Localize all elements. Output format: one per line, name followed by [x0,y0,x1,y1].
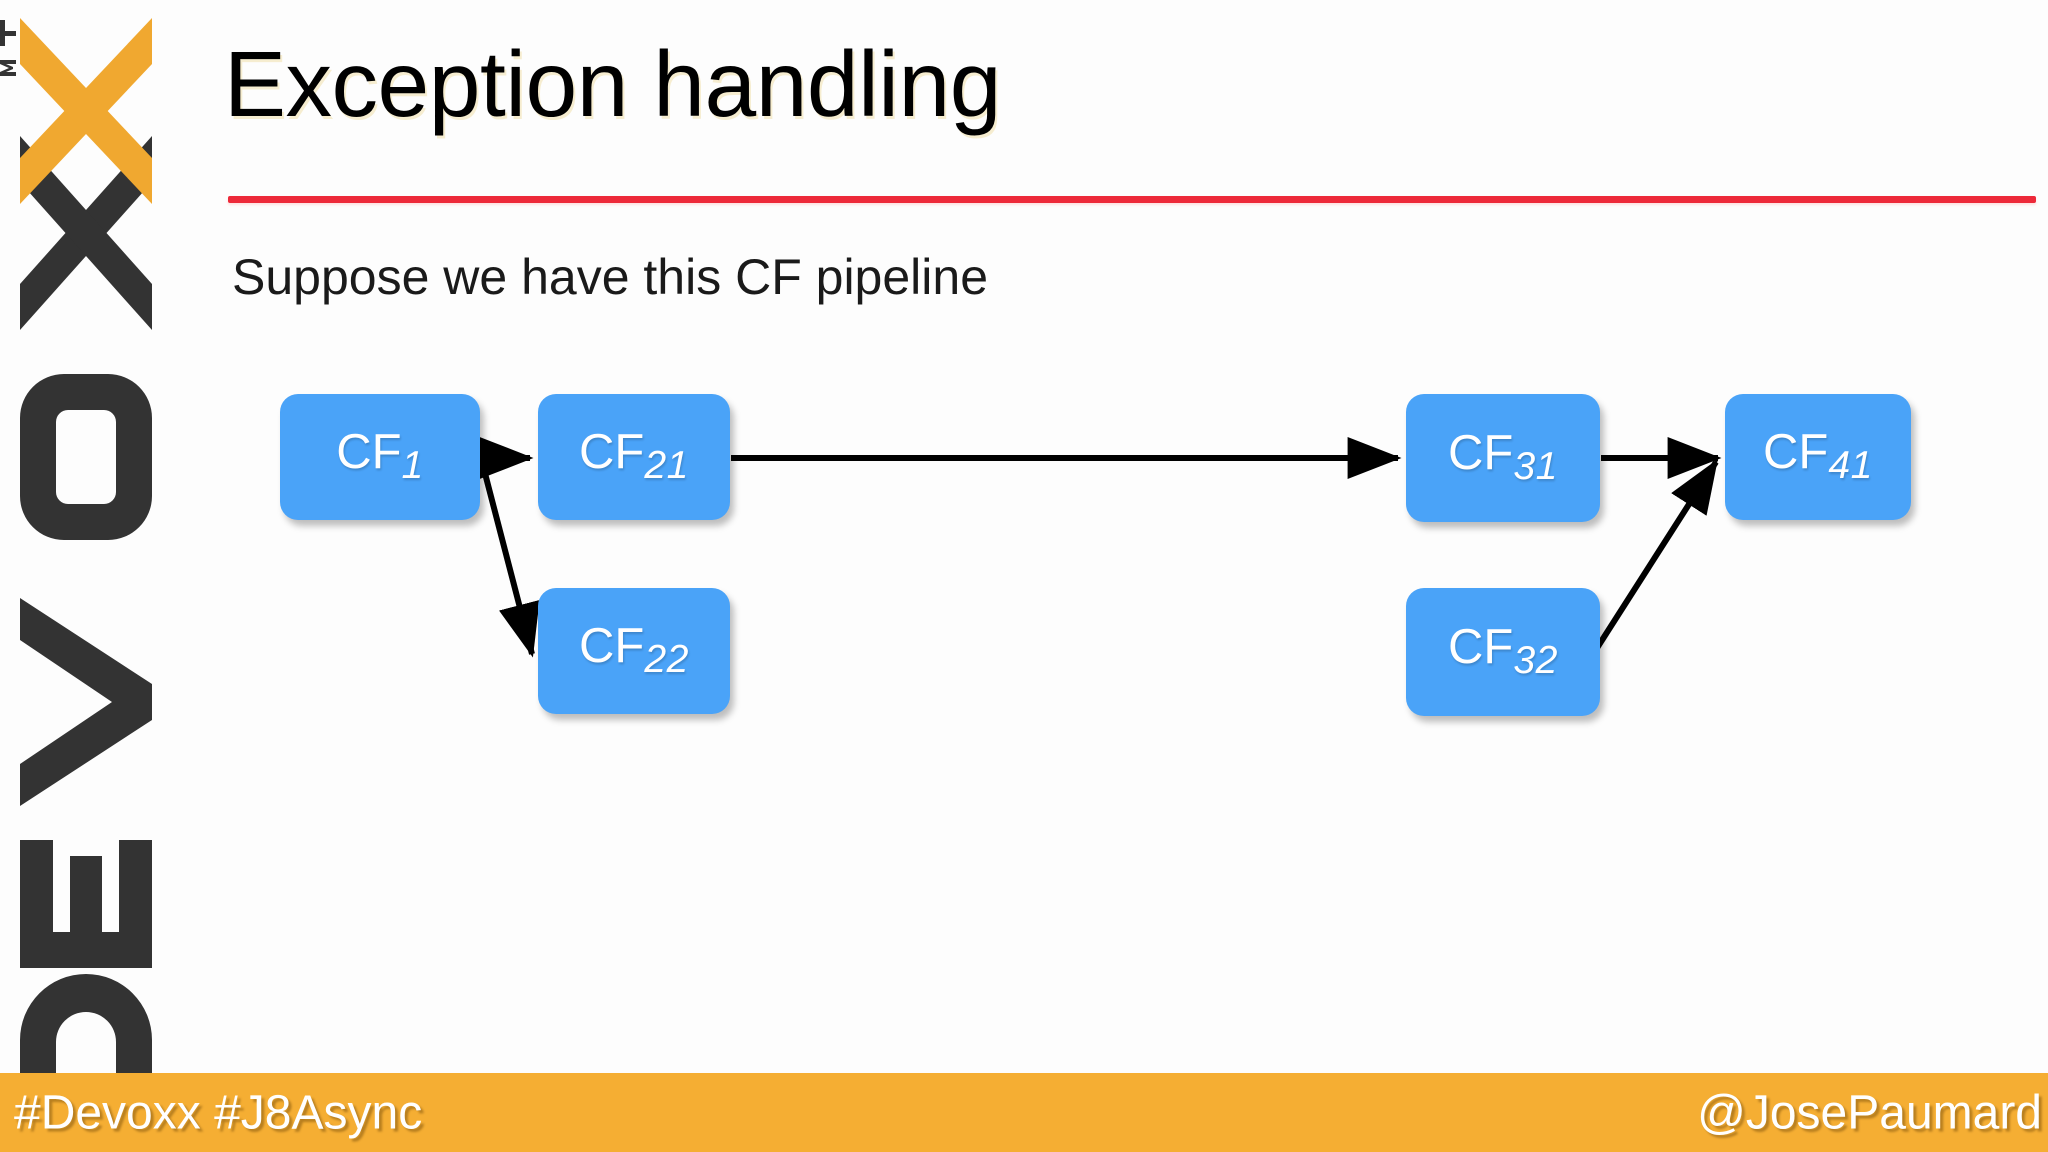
footer-speaker-handle: @JosePaumard [1697,1086,2042,1139]
node-label: CF41 [1763,425,1873,488]
slide-title: Exception handling [224,32,1001,136]
slide-footer: #Devoxx #J8Async @JosePaumard [0,1073,2048,1152]
node-label: CF21 [579,425,689,488]
diagram-node-cf41[interactable]: CF41 [1725,394,1911,520]
diagram-node-cf22[interactable]: CF22 [538,588,730,714]
logo-letter-x-orange [20,18,152,204]
logo-letter-o [20,374,152,540]
node-label: CF1 [336,425,424,488]
diagram-node-cf31[interactable]: CF31 [1406,394,1600,522]
devoxx-logo-svg [0,18,152,1130]
slide-subtitle: Suppose we have this CF pipeline [232,249,989,305]
diagram-node-cf32[interactable]: CF32 [1406,588,1600,716]
logo-trademark [0,20,16,76]
node-label: CF32 [1448,620,1558,683]
diagram-node-cf1[interactable]: CF1 [280,394,480,520]
devoxx-logo [0,0,172,1152]
diagram-node-cf21[interactable]: CF21 [538,394,730,520]
logo-letter-x-dark [20,136,152,330]
logo-letter-e [20,840,152,968]
node-label: CF31 [1448,426,1558,489]
edge-cf1-cf22 [478,457,540,658]
footer-hashtags: #Devoxx #J8Async [14,1086,423,1139]
devoxx-logo-rotated-wordmark [0,16,172,1136]
node-label: CF22 [579,619,689,682]
title-divider-rule [228,196,2036,203]
edge-cf32-cf41 [1594,458,1719,650]
logo-letter-v [20,598,152,806]
